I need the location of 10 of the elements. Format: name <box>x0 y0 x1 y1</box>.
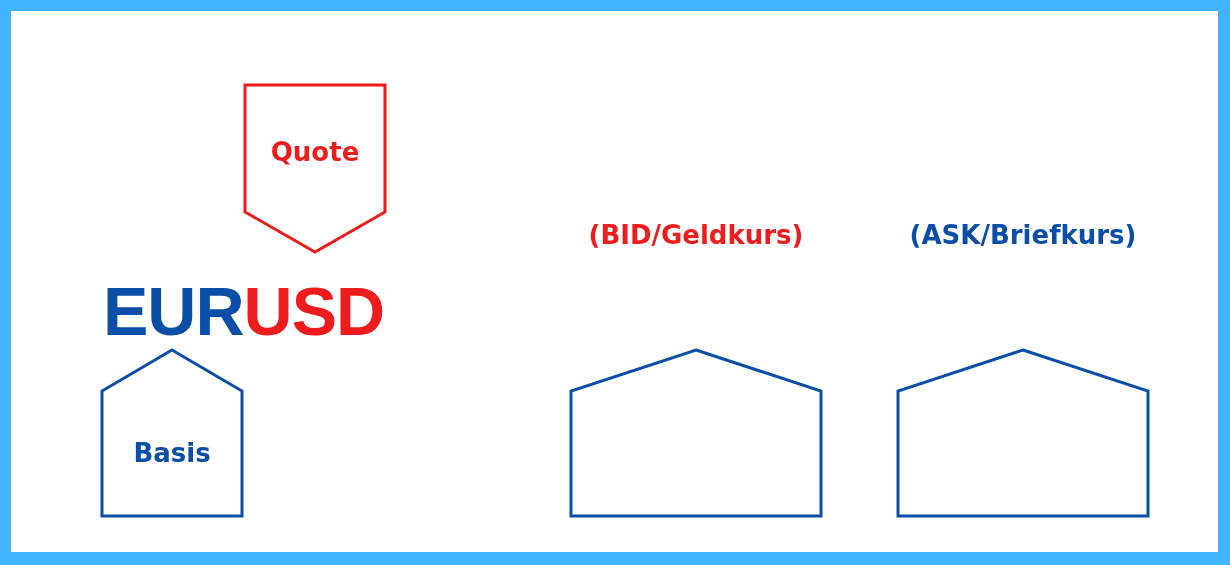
pentagon-shape <box>102 350 242 516</box>
pentagon-shape <box>571 350 821 516</box>
shape-label: Basis <box>133 438 211 468</box>
shape-label: Quote <box>270 137 360 167</box>
price-caption: (ASK/Briefkurs) <box>909 220 1137 250</box>
pentagon-shape <box>898 350 1148 516</box>
currency-code: USD <box>243 273 385 349</box>
price-caption: (BID/Geldkurs) <box>588 220 804 250</box>
pentagon-shape <box>245 85 385 252</box>
currency-code: EUR <box>103 273 244 349</box>
